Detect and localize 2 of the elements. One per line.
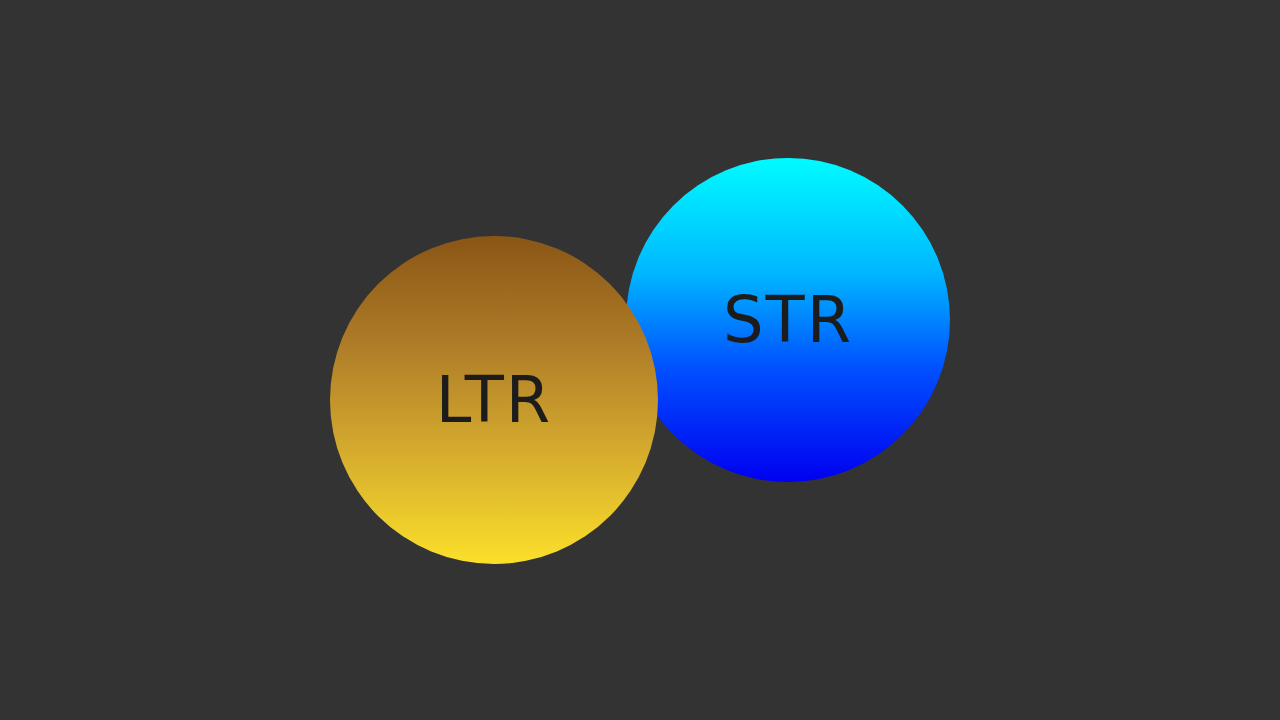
node-label: STR [722, 288, 854, 352]
node-label: LTR [435, 368, 553, 432]
